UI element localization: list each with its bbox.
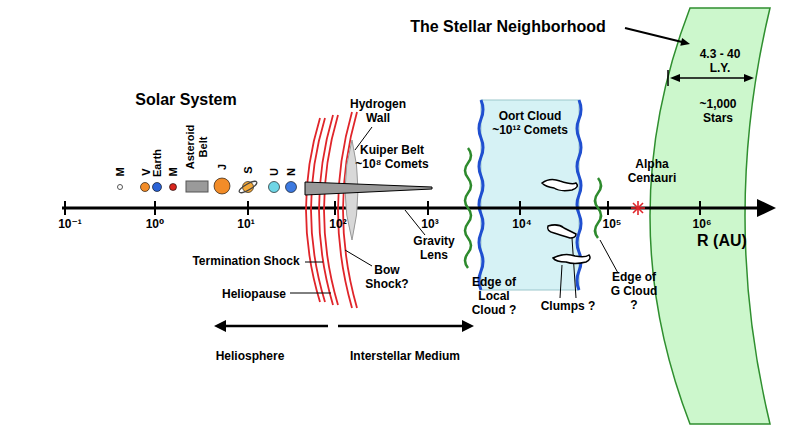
saturn-ring [238,179,258,194]
tick-label: 10⁴ [512,218,531,232]
text-label: Edge of Local Cloud ? [468,276,520,317]
star-ray [633,203,643,213]
axis-tick [334,201,336,215]
planet-label: M [167,167,180,176]
text-label: Gravity Lens [407,235,462,263]
planet-label: S [242,166,255,173]
oort-cloud-region: Oort Cloud ~10¹² Comets [478,100,582,290]
tick-label: 10⁻¹ [58,218,82,232]
star-ray [631,207,645,209]
region-arrows [214,320,474,332]
band-fill [650,8,770,424]
text-label: Clumps ? [541,300,596,314]
tick-label: 10¹ [237,218,254,232]
text-label: Heliosphere [216,350,285,364]
node-text: ~1,000 Stars [692,98,744,126]
oort-fill [481,100,579,290]
tick-label: 10² [329,218,346,232]
text-label: Kuiper Belt ~10⁸ Comets [352,144,432,172]
text-label: Interstellar Medium [350,350,460,364]
heliosphere-arrow [222,325,328,328]
text-label: Hydrogen Wall [347,98,409,126]
arrowhead [462,320,474,332]
oort-edge [479,100,483,290]
heliosphere-boundaries [306,112,357,308]
jupiter-symbol [214,178,230,194]
asteroid-belt-symbol [186,181,208,192]
axis-tick [607,201,609,215]
axis-tick [64,201,66,215]
axis-tick [247,201,249,215]
planet-label: Earth [151,149,164,177]
interstellar-arrow [338,325,466,328]
heliopause-arc [319,115,333,305]
planet-label: U [268,168,281,176]
axis-tick [154,201,156,215]
stellar-neighborhood-band: The Stellar Neighborhood4.3 - 40 L.Y.~1,… [600,6,811,426]
uranus-symbol [269,182,280,193]
neptune-symbol [286,182,297,193]
leader-line [290,293,331,294]
text-label: Alpha Centauri [622,158,682,186]
text-label: Heliopause [222,288,286,302]
planet-label: J [216,164,229,170]
pointer-line [625,28,682,42]
text-label: Bow Shock? [362,264,412,292]
leader-line [600,240,618,273]
node-text: 4.3 - 40 L.Y. [692,48,748,76]
star-ray [633,203,643,213]
planet-label: M [114,167,127,176]
oort-edge [577,100,581,290]
planet-label: Asteroid Belt [184,119,209,175]
arrowhead [214,320,226,332]
mercury-symbol [118,185,123,190]
tick-label: 10⁵ [603,218,622,232]
leader-line [305,262,323,263]
earth-symbol [153,183,162,192]
text-label: Solar System [135,91,236,109]
planets [118,178,297,195]
hydrogen-wall-shape [345,140,358,240]
bow-shock-arc [343,112,357,308]
alpha-centauri-star [631,201,645,215]
planet-label: N [285,168,298,176]
local-cloud-edge [465,148,471,268]
text-label: R (AU) [697,232,747,250]
axis-arrowhead [757,199,776,217]
venus-symbol [141,183,150,192]
saturn-symbol [243,182,254,193]
termination-shock-arc [311,118,325,302]
g-cloud-edge [595,178,601,238]
node-outline [600,6,811,426]
tick-label: 10⁰ [146,218,165,232]
text-label: Termination Shock [192,255,299,269]
node-text: Oort Cloud ~10¹² Comets [486,110,574,138]
planet-label: V [140,168,153,175]
termination-shock-arc [306,118,320,302]
text-label: Edge of G Cloud ? [608,271,660,312]
tick-label: 10⁶ [693,218,712,232]
leader-line [345,250,372,266]
heliopause-arc [324,115,338,305]
band-heading: The Stellar Neighborhood [410,18,606,36]
bow-shock-arc [338,112,352,308]
kuiper-belt-wedge [305,182,432,195]
star-ray [637,201,639,215]
mars-symbol [170,184,177,191]
axis-tick [427,201,429,215]
tick-label: 10³ [421,218,438,232]
